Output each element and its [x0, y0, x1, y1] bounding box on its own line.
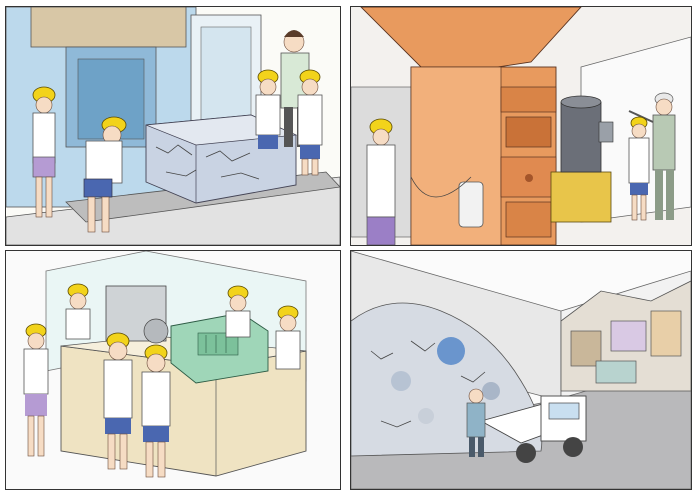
- child-figure-icon: [65, 283, 91, 340]
- control-room-illustration: [6, 251, 340, 489]
- child-figure-icon: [366, 118, 396, 245]
- incinerator-unit: [360, 7, 582, 245]
- child-figure-icon: [275, 305, 301, 370]
- worker-figure-icon: [628, 92, 676, 220]
- child-figure-icon: [255, 69, 281, 149]
- child-figure-icon: [297, 69, 323, 176]
- child-figure-icon: [141, 344, 171, 478]
- bulky-waste-pile: [560, 280, 691, 392]
- child-figure-icon: [32, 86, 56, 218]
- child-figure-icon: [225, 285, 251, 338]
- panel-garbage-pit: [350, 250, 692, 490]
- garbage-pit-illustration: [351, 251, 691, 489]
- gas-cylinder: [458, 181, 484, 228]
- baling-press-illustration: [6, 7, 340, 245]
- child-figure-icon: [83, 116, 127, 233]
- truck-icon: [479, 395, 587, 463]
- incinerator-illustration: [351, 7, 691, 245]
- panel-incinerator: [350, 6, 692, 246]
- child-figure-icon: [103, 332, 133, 470]
- motor-unit: [550, 95, 614, 223]
- child-figure-icon: [628, 116, 650, 221]
- child-figure-icon: [23, 323, 49, 457]
- panel-control-room: [5, 250, 341, 490]
- worker-figure-icon: [466, 388, 486, 457]
- panel-baling-press: [5, 6, 341, 246]
